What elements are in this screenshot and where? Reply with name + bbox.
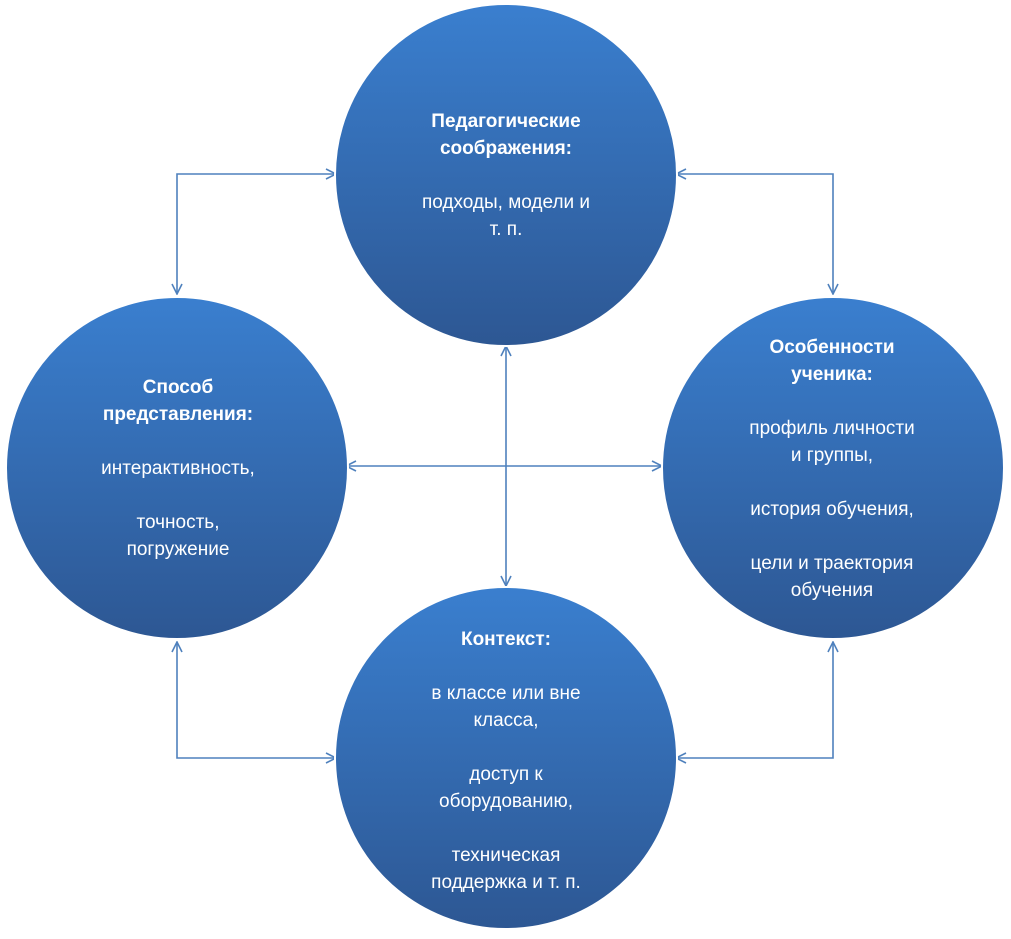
- node-circle-presentation: [5, 296, 349, 640]
- node-circle-pedagogy: [334, 3, 678, 347]
- node-presentation: Способ представления: интерактивность, т…: [28, 373, 328, 563]
- node-details-learner: профиль личности и группы, история обуче…: [749, 418, 915, 601]
- node-title-pedagogy: Педагогические соображения:: [431, 110, 581, 159]
- node-circle-context: [334, 586, 678, 930]
- node-details-pedagogy: подходы, модели и т. п.: [421, 191, 591, 240]
- connector-pedagogy-learner: [676, 174, 833, 294]
- node-title-presentation: Способ представления:: [102, 376, 254, 425]
- node-circle-learner: [661, 296, 1005, 640]
- connector-presentation-context: [177, 642, 336, 758]
- node-pedagogy: Педагогические соображения: подходы, мод…: [356, 105, 656, 245]
- connector-learner-context: [676, 642, 833, 758]
- node-context: Контекст: в классе или вне класса, досту…: [356, 626, 656, 896]
- node-title-learner: Особенности ученика:: [769, 337, 895, 385]
- node-details-presentation: интерактивность, точность, погружение: [101, 457, 255, 560]
- node-details-context: в классе или вне класса, доступ к оборуд…: [431, 683, 581, 893]
- node-learner: Особенности ученика: профиль личности и …: [682, 334, 982, 604]
- node-title-context: Контекст:: [460, 629, 551, 650]
- connector-presentation-pedagogy: [177, 174, 336, 294]
